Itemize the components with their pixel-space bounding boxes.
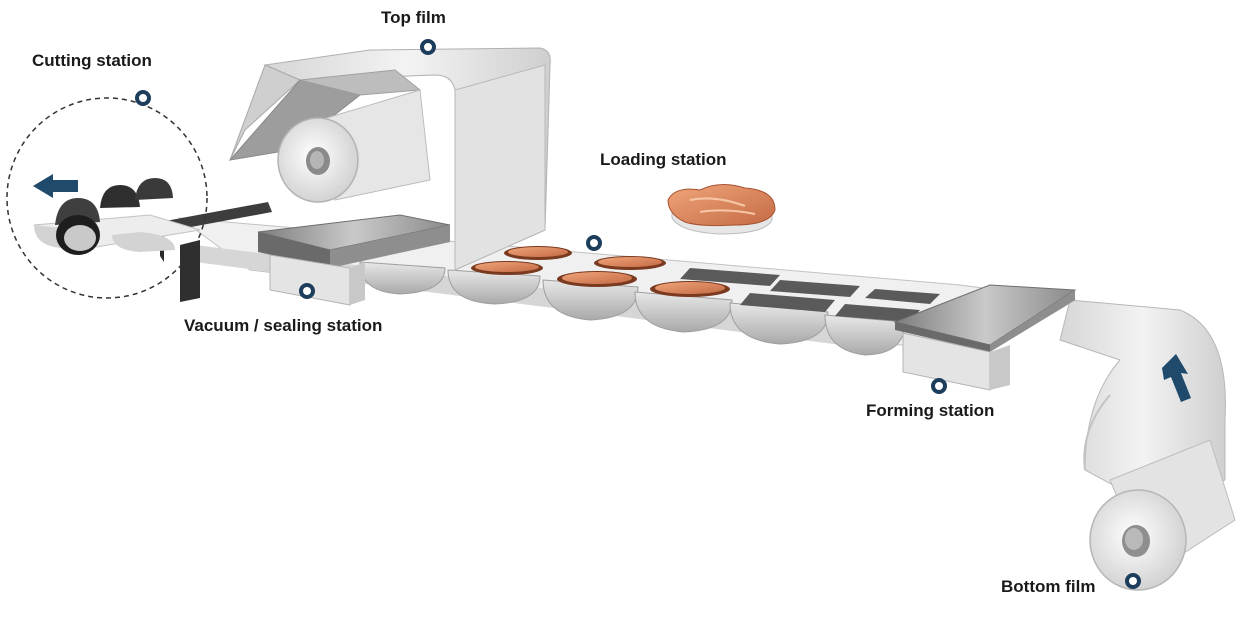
tray-row bbox=[359, 261, 906, 356]
forming-station-label: Forming station bbox=[866, 401, 995, 420]
cutting-station-label: Cutting station bbox=[32, 51, 152, 70]
loading-station-label: Loading station bbox=[600, 150, 727, 169]
cutting-station-highlight bbox=[6, 97, 208, 299]
direction-arrow-icon bbox=[1162, 354, 1191, 402]
salmon-steak bbox=[667, 184, 776, 235]
station-marker-icon bbox=[135, 39, 1141, 589]
bottom-film-label: Bottom film bbox=[1001, 577, 1096, 596]
cut-packages bbox=[33, 178, 201, 255]
sealing-station bbox=[257, 214, 451, 306]
top-film-label: Top film bbox=[381, 8, 446, 27]
empty-cavities bbox=[680, 268, 940, 322]
bottom-film-roll bbox=[1089, 439, 1236, 591]
top-film-frame bbox=[228, 47, 551, 271]
vacuum-sealing-station-label: Vacuum / sealing station bbox=[184, 316, 383, 335]
forming-station bbox=[893, 284, 1077, 391]
direction-arrow-icon bbox=[33, 174, 78, 198]
top-film-roll bbox=[277, 89, 431, 203]
filled-trays bbox=[471, 246, 730, 297]
